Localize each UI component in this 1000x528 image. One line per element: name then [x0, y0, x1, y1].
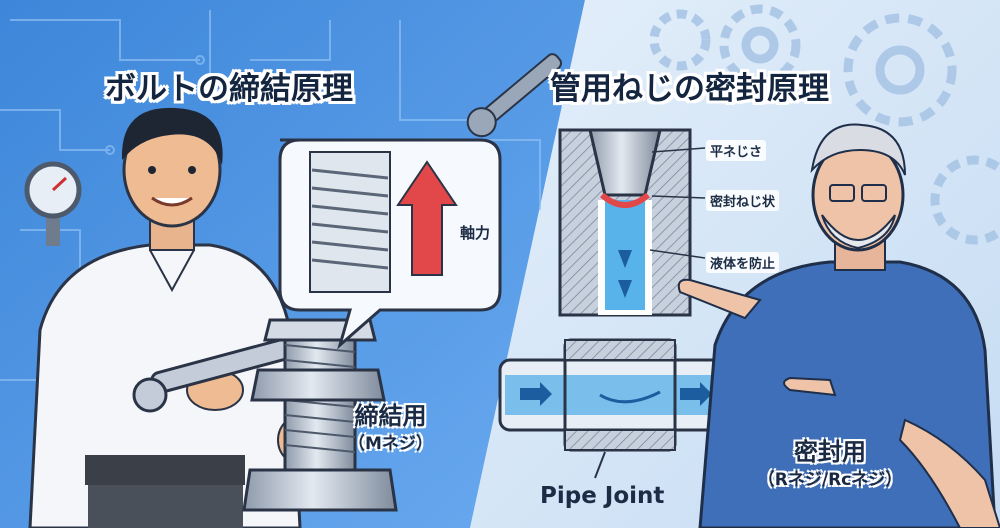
- pressure-gauge-icon: [24, 161, 82, 246]
- callout-seal-thread: 密封ねじ状: [706, 190, 780, 211]
- left-usage-label: 締結用 （Mネジ）: [348, 402, 433, 458]
- seal-cross-section: [558, 128, 706, 317]
- fastening-usage-text: 締結用: [354, 402, 427, 430]
- metric-thread-text: （Mネジ）: [348, 434, 433, 454]
- left-panel-title: ボルトの締結原理: [105, 71, 353, 107]
- gear-icon: [649, 4, 1000, 245]
- callout-parallel-thread: 平ネじさ: [706, 140, 767, 161]
- background-wrench-icon: [466, 53, 562, 138]
- pipe-joint-label: Pipe Joint: [540, 483, 665, 509]
- callout-leak-prevention: 液体を防止: [706, 252, 780, 273]
- circuit-pattern: [0, 10, 541, 430]
- right-usage-label: 密封用 （Rネジ/Rcネジ）: [700, 438, 960, 494]
- bolt-icon: [242, 318, 398, 512]
- wrench-icon: [132, 336, 300, 413]
- axial-force-bubble: [278, 138, 502, 350]
- taper-thread-text: （Rネジ/Rcネジ）: [757, 470, 903, 490]
- axial-force-arrow: [396, 160, 458, 276]
- axial-force-label: 軸力: [460, 224, 491, 242]
- senior-engineer-figure: [677, 123, 1000, 528]
- pipe-joint-diagram: [498, 338, 747, 479]
- sealing-usage-text: 密封用: [794, 438, 866, 466]
- right-panel-title: 管用ねじの密封原理: [550, 71, 829, 107]
